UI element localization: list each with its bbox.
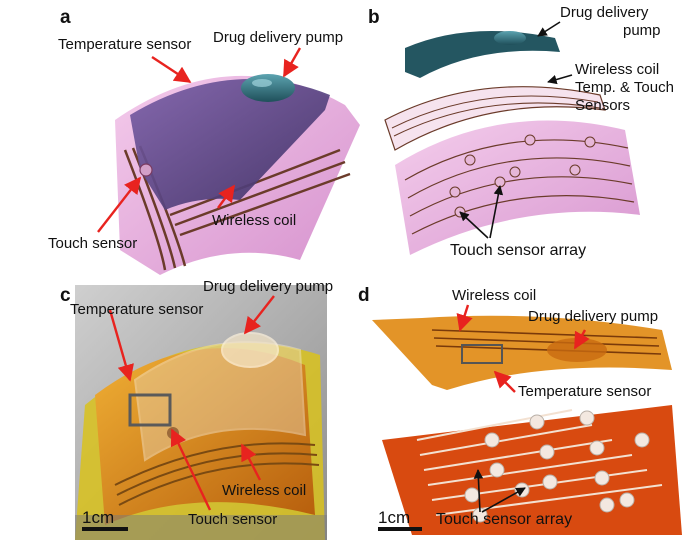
panel-b-array-layer <box>395 120 640 256</box>
panel-c-letter: c <box>60 285 71 306</box>
panel-c-scale-label: 1cm <box>82 508 115 527</box>
panel-d-label-temperature: Temperature sensor <box>518 383 652 400</box>
panel-d-label-touch-array: Touch sensor array <box>436 511 573 528</box>
panel-d-letter: d <box>358 285 370 306</box>
panel-c-label-touch: Touch sensor <box>188 511 278 528</box>
panel-b-label-coil-1: Wireless coil <box>575 61 660 78</box>
panel-a-touch-sensor <box>139 163 153 177</box>
panel-a-label-pump: Drug delivery pump <box>213 29 344 46</box>
arrow-b-coil <box>547 74 573 85</box>
panel-d-scale-label: 1cm <box>378 508 411 527</box>
panel-b-label-pump-1: Drug delivery <box>560 4 649 21</box>
panel-a-label-touch: Touch sensor <box>48 235 138 252</box>
panel-a-letter: a <box>60 7 71 28</box>
panel-a-label-temperature: Temperature sensor <box>58 36 192 53</box>
panel-a-label-coil: Wireless coil <box>212 212 297 229</box>
arrow-a-coil <box>217 184 235 209</box>
arrow-a-pump <box>282 47 302 78</box>
panel-d-label-coil: Wireless coil <box>452 287 537 304</box>
arrow-b-array-2 <box>489 185 504 239</box>
panel-b-letter: b <box>368 7 380 28</box>
panel-b-label-touch-array: Touch sensor array <box>450 242 587 259</box>
arrow-a-touch <box>97 176 142 233</box>
panel-b-label-pump-2: pump <box>623 22 661 39</box>
arrow-b-array-1 <box>459 211 489 239</box>
panel-c-label-coil: Wireless coil <box>222 482 307 499</box>
panel-d-photo <box>372 290 690 540</box>
panel-a-purple-layer <box>130 79 330 210</box>
panel-c-label-temperature: Temperature sensor <box>70 301 204 318</box>
panel-c-label-pump: Drug delivery pump <box>203 278 334 295</box>
panel-d-label-pump: Drug delivery pump <box>528 308 659 325</box>
panel-b-label-coil-2: Temp. & Touch <box>575 79 674 96</box>
panel-a-pump <box>241 74 295 102</box>
panel-b-label-coil-3: Sensors <box>575 97 631 114</box>
arrow-b-pump <box>537 21 561 37</box>
panel-b-pump-layer <box>405 30 560 79</box>
panel-b-coil-layer <box>384 86 606 151</box>
arrow-a-temperature <box>151 55 192 84</box>
panel-c-photo <box>75 285 327 540</box>
